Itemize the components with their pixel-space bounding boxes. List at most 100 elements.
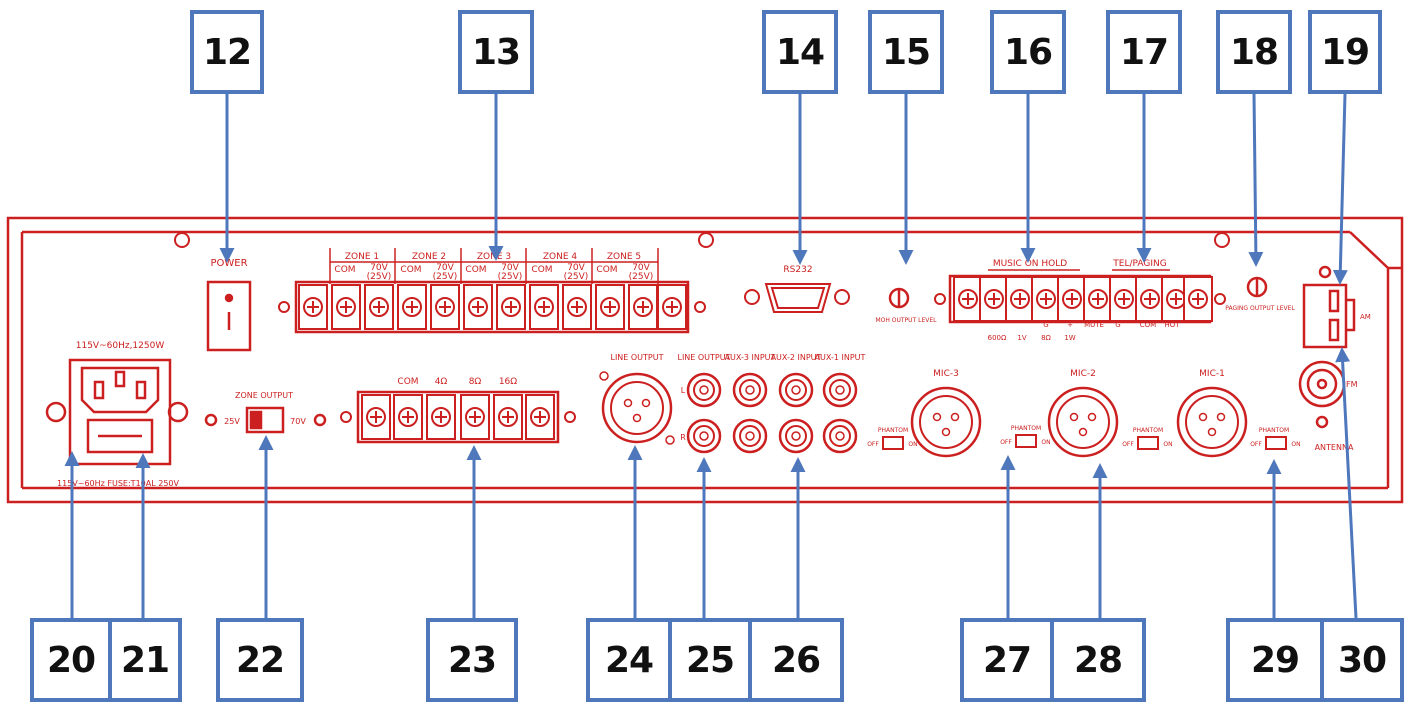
svg-text:1W: 1W	[1064, 334, 1075, 342]
svg-text:R: R	[680, 433, 686, 442]
svg-text:COM: COM	[1140, 321, 1156, 329]
svg-text:LINE OUTPUT: LINE OUTPUT	[677, 353, 730, 362]
rs232-label: RS232	[783, 265, 812, 275]
svg-text:ZONE 2: ZONE 2	[412, 252, 446, 262]
am-label: AM	[1360, 313, 1371, 321]
antenna-label: ANTENNA	[1315, 443, 1354, 452]
svg-text:70V: 70V	[567, 263, 585, 273]
rca-jacks	[686, 372, 858, 454]
callout-27: 27	[960, 618, 1054, 702]
svg-text:4Ω: 4Ω	[435, 377, 448, 387]
svg-text:ZONE 1: ZONE 1	[345, 252, 379, 262]
svg-text:(25V): (25V)	[433, 272, 458, 282]
am-terminal	[1302, 265, 1356, 349]
switch-70v-label: 70V	[290, 417, 306, 426]
fm-label: FM	[1346, 380, 1358, 389]
fuse-label: 115V~60Hz FUSE:T10AL 250V	[57, 479, 179, 488]
callout-20: 20	[30, 618, 112, 702]
zone-labels: ZONE 1 ZONE 2 ZONE 3 ZONE 4 ZONE 5	[345, 252, 641, 262]
svg-text:ZONE 4: ZONE 4	[543, 252, 578, 262]
svg-text:(25V): (25V)	[367, 272, 392, 282]
svg-text:COM: COM	[465, 265, 486, 275]
switch-25v-label: 25V	[224, 417, 240, 426]
callout-26: 26	[748, 618, 844, 702]
svg-text:16Ω: 16Ω	[499, 377, 517, 387]
svg-text:PHANTOM: PHANTOM	[878, 427, 908, 434]
callout-12: 12	[190, 10, 264, 94]
svg-text:ZONE 3: ZONE 3	[477, 252, 511, 262]
svg-text:OFF: OFF	[867, 441, 879, 448]
fm-connector	[1298, 360, 1346, 429]
svg-text:AUX-3 INPUT: AUX-3 INPUT	[725, 353, 776, 362]
moh-terminal-block	[934, 274, 1226, 324]
svg-text:(25V): (25V)	[629, 272, 654, 282]
svg-text:HOT: HOT	[1164, 321, 1180, 329]
paging-level-label: PAGING OUTPUT LEVEL	[1225, 305, 1295, 312]
svg-text:G: G	[1043, 321, 1048, 329]
svg-text:70V: 70V	[632, 263, 650, 273]
svg-text:AUX-2 INPUT: AUX-2 INPUT	[771, 353, 822, 362]
svg-text:ON: ON	[1291, 441, 1300, 448]
callout-29: 29	[1226, 618, 1324, 702]
svg-text:70V: 70V	[370, 263, 388, 273]
callout-19: 19	[1308, 10, 1382, 94]
paging-level-knob	[1246, 276, 1268, 298]
callout-18: 18	[1216, 10, 1292, 94]
svg-text:OFF: OFF	[1000, 439, 1012, 446]
callout-15: 15	[868, 10, 944, 94]
moh-level-label: MOH OUTPUT LEVEL	[875, 317, 937, 324]
callout-30: 30	[1320, 618, 1404, 702]
svg-text:1V: 1V	[1017, 334, 1026, 342]
power-switch	[206, 280, 252, 352]
svg-text:COM: COM	[531, 265, 552, 275]
svg-text:COM: COM	[397, 377, 418, 387]
chassis-screws	[174, 232, 1230, 248]
svg-text:ON: ON	[908, 441, 917, 448]
phantom-switches	[882, 434, 1287, 450]
ac-rating-label: 115V~60Hz,1250W	[76, 341, 165, 351]
svg-text:COM: COM	[400, 265, 421, 275]
zone-label-lines	[329, 248, 659, 284]
moh-level-knob	[888, 287, 910, 309]
callout-17: 17	[1106, 10, 1182, 94]
svg-text:AUX-1 INPUT: AUX-1 INPUT	[815, 353, 866, 362]
svg-text:70V: 70V	[501, 263, 519, 273]
callout-arrows	[64, 93, 1358, 619]
callout-22: 22	[216, 618, 304, 702]
svg-text:PHANTOM: PHANTOM	[1011, 425, 1041, 432]
svg-text:G: G	[1115, 321, 1120, 329]
svg-text:70V: 70V	[436, 263, 454, 273]
svg-text:ON: ON	[1041, 439, 1050, 446]
speaker-terminal-labels: COM 4Ω 8Ω 16Ω	[397, 377, 517, 387]
ac-inlet	[45, 358, 189, 466]
callout-21: 21	[108, 618, 182, 702]
zone-output-switch	[204, 406, 327, 434]
svg-text:+: +	[1067, 321, 1073, 329]
callout-16: 16	[990, 10, 1066, 94]
svg-text:COM: COM	[596, 265, 617, 275]
callout-13: 13	[458, 10, 534, 94]
svg-text:COM: COM	[334, 265, 355, 275]
callout-28: 28	[1050, 618, 1146, 702]
line-output-xlr-label: LINE OUTPUT	[610, 353, 663, 362]
phantom-labels: PHANTOM PHANTOM PHANTOM PHANTOM OFF ON OF…	[867, 425, 1300, 448]
mic-xlr-inputs	[910, 386, 1248, 458]
svg-text:OFF: OFF	[1122, 441, 1134, 448]
callout-14: 14	[762, 10, 838, 94]
zone-output-label: ZONE OUTPUT	[235, 391, 293, 400]
svg-text:MIC-3: MIC-3	[933, 369, 959, 379]
svg-text:ON: ON	[1163, 441, 1172, 448]
svg-text:OFF: OFF	[1250, 441, 1262, 448]
callout-23: 23	[426, 618, 518, 702]
svg-text:PHANTOM: PHANTOM	[1259, 427, 1289, 434]
svg-text:L: L	[681, 386, 686, 395]
svg-text:600Ω: 600Ω	[988, 334, 1007, 342]
callout-25: 25	[668, 618, 752, 702]
svg-text:PHANTOM: PHANTOM	[1133, 427, 1163, 434]
svg-text:MIC-2: MIC-2	[1070, 369, 1096, 379]
mic-labels: MIC-3 MIC-2 MIC-1	[933, 369, 1225, 379]
svg-text:ZONE 5: ZONE 5	[607, 252, 641, 262]
